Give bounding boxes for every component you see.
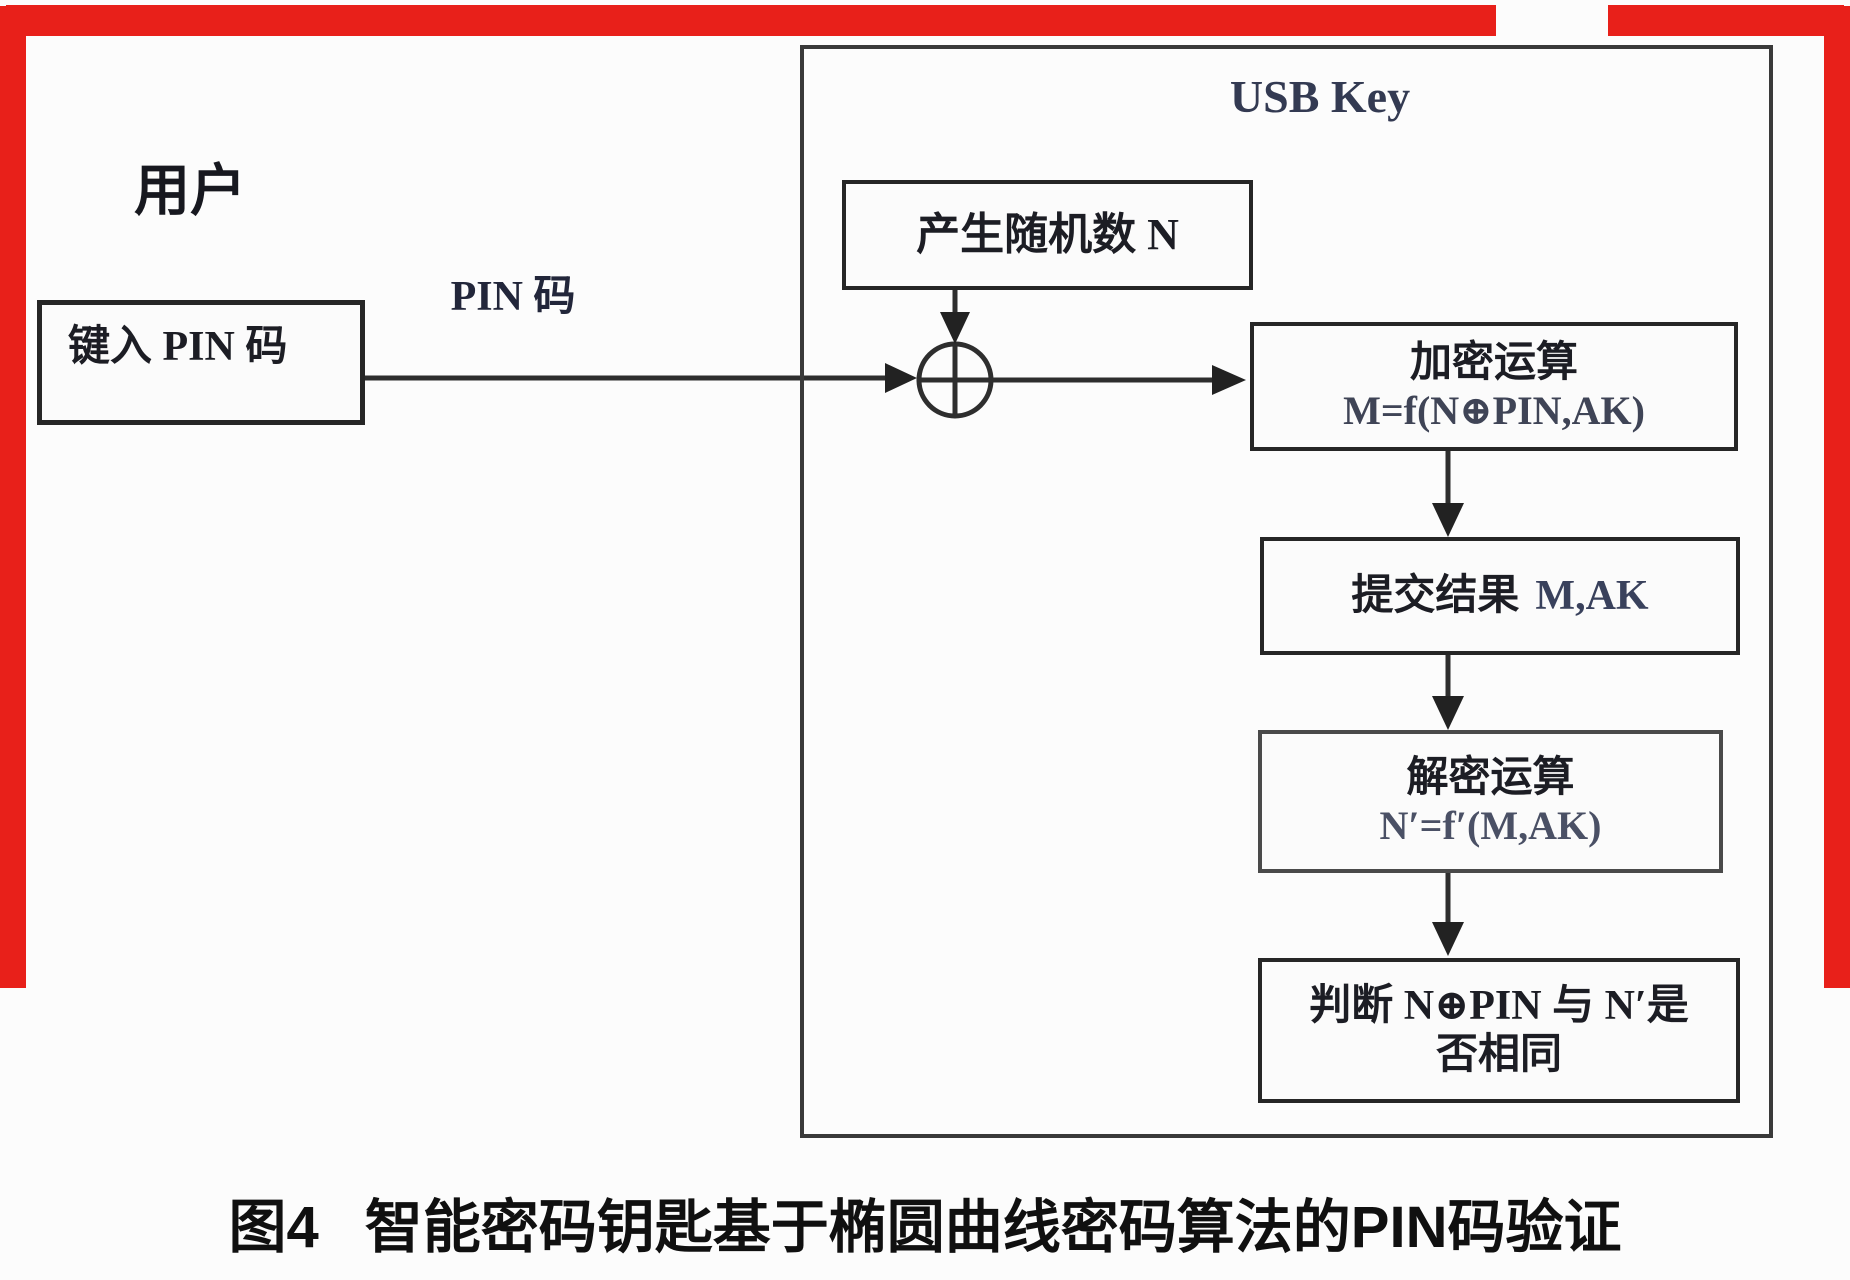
encrypt-title: 加密运算 (1409, 340, 1578, 387)
submit-result-label: 提交结果 (1351, 572, 1520, 619)
figure-title: 智能密码钥匙基于椭圆曲线密码算法的PIN码验证 (364, 1195, 1622, 1260)
judge-box: 判断 N⊕PIN 与 N′是 否相同 (1258, 958, 1740, 1103)
pin-arrow-label: PIN 码 (450, 274, 576, 320)
random-number-box: 产生随机数 N (842, 180, 1253, 290)
scan-mark-left (0, 6, 26, 988)
scan-mark-right (1824, 6, 1850, 988)
submit-result-value: M,AK (1535, 572, 1649, 619)
random-number-label: 产生随机数 N (916, 209, 1179, 259)
judge-line1: 判断 N⊕PIN 与 N′是 (1309, 983, 1689, 1030)
decrypt-formula: N′=f′(M,AK) (1379, 802, 1602, 848)
scan-mark-top (6, 5, 1496, 36)
judge-line2: 否相同 (1435, 1031, 1562, 1078)
pin-entry-label: 键入 PIN 码 (68, 324, 288, 370)
figure-caption: 图4 智能密码钥匙基于椭圆曲线密码算法的PIN码验证 (0, 1180, 1850, 1264)
usb-key-title: USB Key (1229, 71, 1411, 122)
scan-mark-top-right (1608, 5, 1844, 36)
figure-number: 图4 (228, 1195, 319, 1260)
user-label: 用户 (134, 161, 246, 223)
encrypt-formula: M=f(N⊕PIN,AK) (1343, 387, 1645, 433)
decrypt-title: 解密运算 (1406, 755, 1575, 802)
encrypt-box: 加密运算 M=f(N⊕PIN,AK) (1250, 322, 1738, 451)
pin-entry-box: 键入 PIN 码 (37, 300, 365, 425)
usb-key-container (800, 45, 1773, 1138)
decrypt-box: 解密运算 N′=f′(M,AK) (1258, 730, 1723, 873)
submit-result-box: 提交结果 M,AK (1260, 537, 1740, 655)
